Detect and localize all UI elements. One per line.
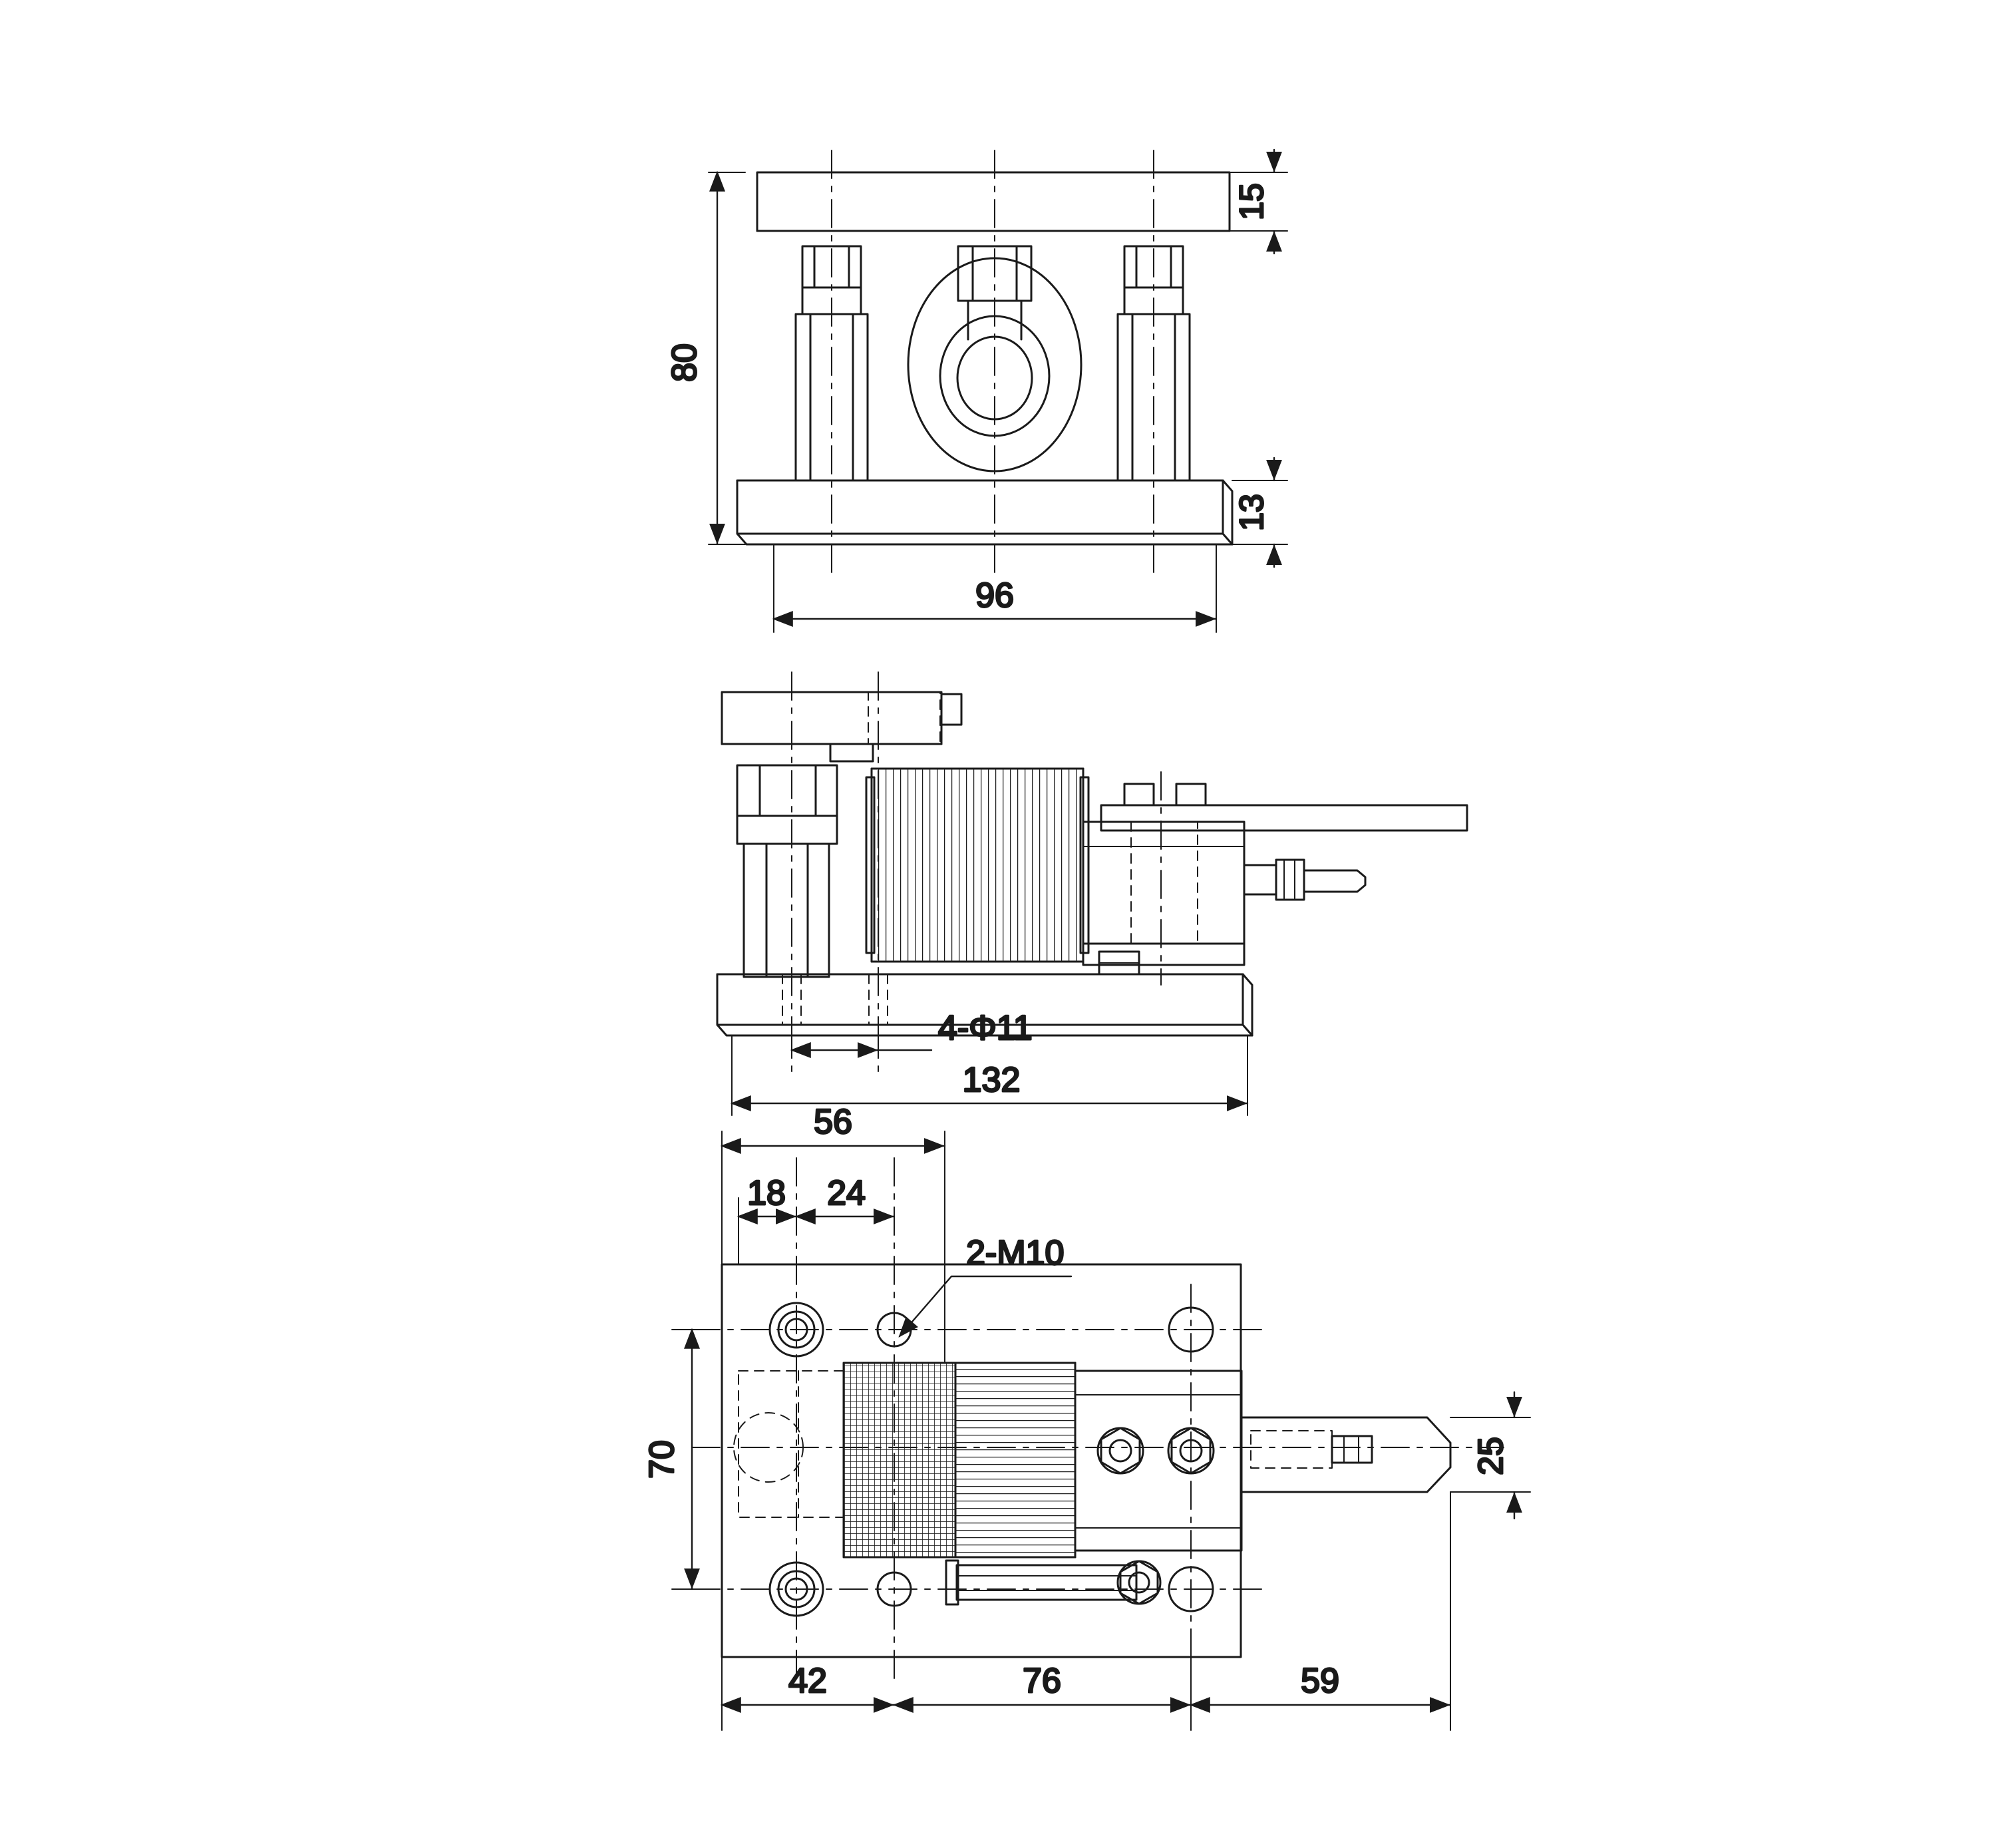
front-view-base-plate <box>736 479 1234 546</box>
dimension-15: 15 <box>1229 148 1288 255</box>
dimension-24: 24 <box>794 1173 896 1224</box>
top-view-cable-tail <box>1240 1416 1452 1493</box>
side-view-base-plate <box>716 973 1253 1037</box>
dimension-label: 2-M10 <box>966 1234 1064 1272</box>
side-view-top-flat-plate <box>1100 783 1468 832</box>
dimension-label: 13 <box>1233 494 1270 531</box>
side-view-nut-stack <box>736 764 838 978</box>
dimension-76: 76 <box>892 1656 1192 1731</box>
dimension-label: 80 <box>665 343 704 382</box>
dimension-18: 18 <box>737 1173 798 1265</box>
side-view-load-cell-body <box>865 767 1090 963</box>
dimension-label: 15 <box>1233 183 1270 220</box>
side-view-lower-lug <box>1098 950 1140 976</box>
dimension-59: 59 <box>1189 1491 1452 1731</box>
dimension-70: 70 <box>642 1328 719 1590</box>
dimension-label: 24 <box>827 1174 866 1212</box>
dimension-label: 76 <box>1023 1662 1061 1700</box>
side-view-cable-gland <box>1243 858 1367 901</box>
dimension-label: 96 <box>975 576 1014 615</box>
dimension-4-phi-11: 4-Φ11 <box>790 1008 1033 1059</box>
side-view-centerlines <box>791 671 1162 1072</box>
side-view-right-block <box>1082 821 1246 966</box>
dimension-label: 56 <box>814 1103 852 1141</box>
dimension-label: 42 <box>788 1662 827 1700</box>
dimension-label: 132 <box>963 1061 1021 1099</box>
dimension-25: 25 <box>1450 1391 1531 1520</box>
dimension-42: 42 <box>720 1656 896 1731</box>
front-view: 80 15 13 96 <box>665 148 1288 633</box>
front-view-top-plate <box>756 171 1231 232</box>
dimension-96: 96 <box>772 544 1218 633</box>
dimension-label: 18 <box>747 1174 786 1212</box>
top-view-load-cell-fins <box>842 1362 1077 1559</box>
dimension-label: 70 <box>643 1440 681 1479</box>
dimension-132: 132 <box>730 1035 1249 1116</box>
front-view-centerlines <box>831 150 1154 573</box>
top-view-hex-bolts <box>1096 1427 1215 1475</box>
top-view: 56 18 24 2-M10 70 <box>642 1102 1531 1731</box>
side-view-upper-bracket <box>721 691 963 763</box>
dimension-label: 59 <box>1301 1662 1339 1700</box>
label-2-m10: 2-M10 <box>898 1233 1073 1338</box>
top-view-centerlines <box>691 1157 1504 1684</box>
dimension-80: 80 <box>665 170 746 546</box>
top-view-bottom-bolt <box>945 1559 1162 1606</box>
dimension-56: 56 <box>720 1102 946 1364</box>
dimension-label: 4-Φ11 <box>938 1009 1033 1047</box>
dimension-13: 13 <box>1232 457 1288 568</box>
side-view: 4-Φ11 132 <box>716 671 1468 1116</box>
dimension-label: 25 <box>1472 1437 1510 1475</box>
side-view-hidden-holes <box>782 974 888 1025</box>
